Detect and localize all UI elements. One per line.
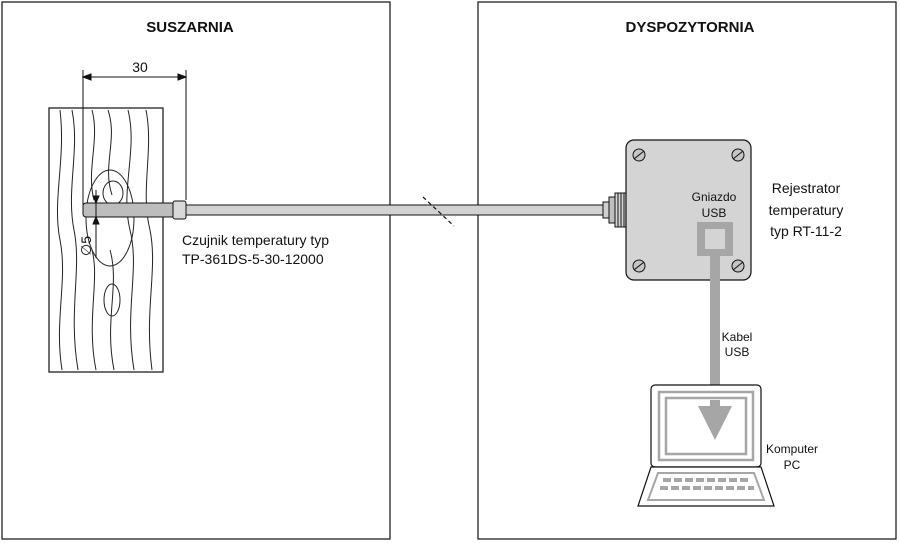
- diameter-dimension: [92, 190, 100, 258]
- usb-socket-label-line1: Gniazdo: [692, 190, 737, 204]
- usb-cable-arrow-tip: [698, 400, 732, 440]
- wood-block: [48, 107, 164, 373]
- drying-room-title: SUSZARNIA: [146, 19, 234, 36]
- cable-gland: [602, 192, 628, 228]
- sensor-label-line2: TP-361DS-5-30-12000: [182, 251, 324, 267]
- diameter-dimension-label: ∅5: [78, 236, 94, 256]
- control-room-title: DYSPOZYTORNIA: [626, 19, 755, 36]
- sensor-cable: [185, 196, 605, 227]
- sensor-label-line1: Czujnik temperatury typ: [182, 232, 329, 248]
- cable-label-line1: Kabel: [722, 330, 753, 344]
- cable-label-line2: USB: [725, 345, 750, 359]
- computer-icon: [637, 384, 775, 507]
- computer-label-line2: PC: [784, 458, 801, 472]
- drying-room-frame: [1, 1, 391, 540]
- usb-socket-label-line2: USB: [702, 206, 727, 220]
- recorder-label-line2: temperatury: [769, 202, 844, 218]
- length-dimension: [81, 70, 188, 205]
- recorder-box: [625, 139, 752, 281]
- length-dimension-label: 30: [132, 59, 148, 75]
- recorder-label-line3: typ RT-11-2: [770, 223, 842, 239]
- computer-label-line1: Komputer: [766, 442, 818, 456]
- control-room-frame: [477, 1, 897, 540]
- screw-icon: [632, 148, 745, 273]
- temperature-sensor-probe: [82, 200, 187, 220]
- recorder-label-line1: Rejestrator: [772, 180, 841, 196]
